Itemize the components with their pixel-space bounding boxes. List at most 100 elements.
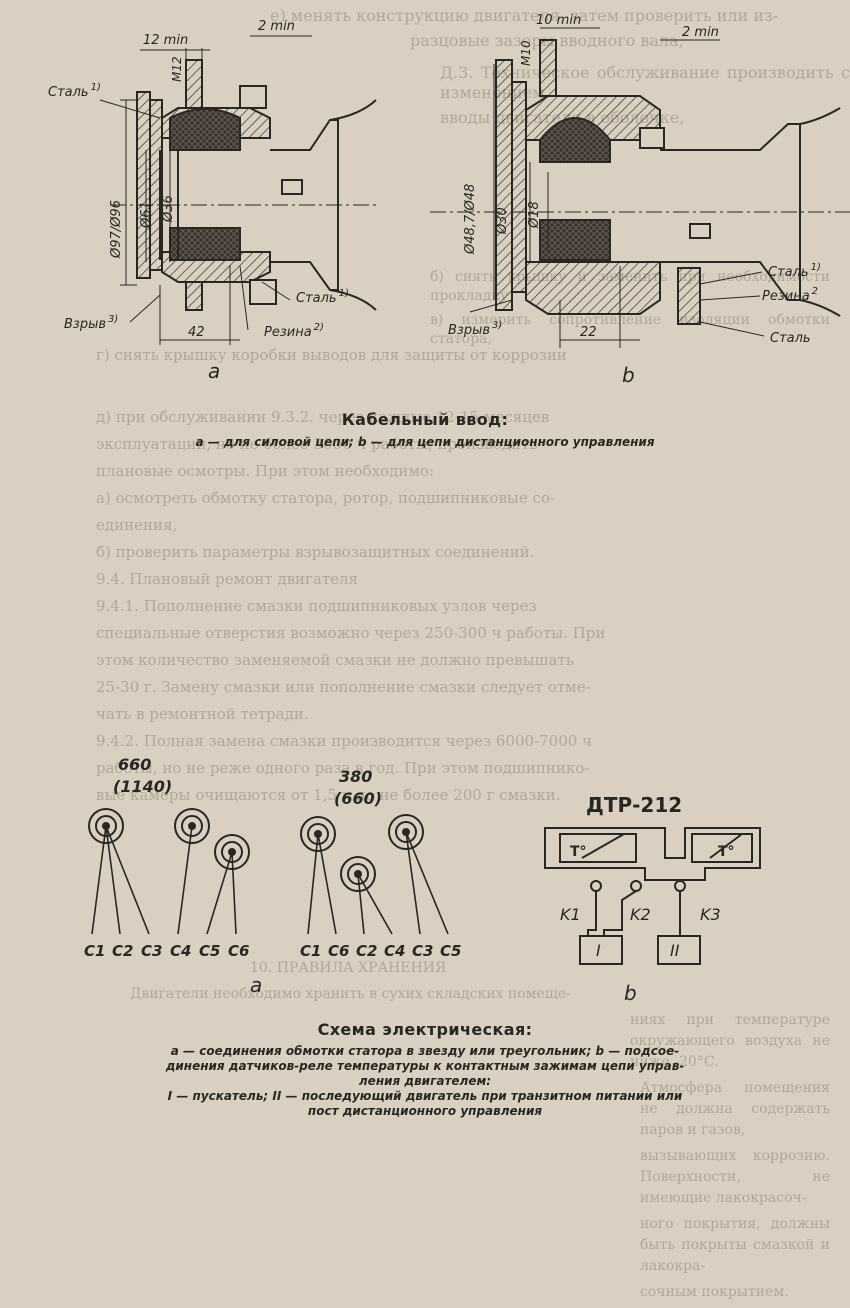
box-starter-label: I bbox=[596, 941, 601, 960]
ghost-line: д) при обслуживании 9.3.2. через каждые … bbox=[96, 408, 550, 426]
terminal-3 bbox=[340, 856, 376, 892]
ghost-line: единения, bbox=[96, 516, 178, 534]
sensor-label: T° bbox=[570, 844, 587, 860]
ghost-line: вые камеры очищаются от 1,5 ч до не боле… bbox=[96, 786, 561, 804]
relay-circuit bbox=[544, 827, 761, 965]
ghost-line: работы, но не реже одного раза в год. Пр… bbox=[96, 759, 590, 777]
view-label-b: b bbox=[622, 363, 635, 387]
terminal-lead bbox=[105, 825, 150, 935]
terminal-lead bbox=[357, 873, 365, 935]
dim-label: 2 min bbox=[258, 19, 295, 34]
terminal-lead bbox=[105, 825, 121, 935]
ghost-line: ниях при температуре окружающего воздуха… bbox=[630, 1012, 830, 1070]
scheme-labels: 660 (1140) 380 (660) a ДТР-212 b bbox=[113, 755, 682, 1005]
dim-label: Ø18 bbox=[527, 201, 542, 229]
terminal-label-c3: C3 bbox=[412, 942, 433, 960]
voltage-label: (660) bbox=[334, 789, 382, 808]
terminal-lead bbox=[307, 833, 319, 935]
terminal-1 bbox=[88, 808, 124, 844]
cable-entry-caption-sub: a — для силовой цепи; b — для цепи диста… bbox=[195, 435, 655, 449]
terminal-label-c5: C5 bbox=[199, 942, 220, 960]
scheme-caption-lines: a — соединения обмотки статора в звезду … bbox=[0, 1044, 850, 1119]
terminal-label-c6: C6 bbox=[228, 942, 249, 960]
voltage-label: 380 bbox=[339, 767, 372, 786]
scheme-caption-line: ления двигателем: bbox=[358, 1074, 492, 1088]
dim-label: 10 min bbox=[536, 13, 581, 28]
terminal-lead bbox=[91, 825, 107, 935]
terminal-lead bbox=[405, 831, 421, 935]
view-a-labels: 12 min 2 min M12 Ø97/Ø96 Ø61 Ø36 42 Стал… bbox=[48, 19, 349, 383]
terminal-lead bbox=[405, 831, 449, 935]
show-through-text-body: г) снять крышку коробки выводов для защи… bbox=[96, 344, 832, 811]
ghost-line: 10. ПРАВИЛА ХРАНЕНИЯ bbox=[250, 960, 447, 976]
ghost-line: сочным покрытием. bbox=[640, 1284, 789, 1300]
ghost-line: специальные отверстия возможно через 250… bbox=[96, 624, 606, 642]
ghost-line: б) проверить параметры взрывозащитных со… bbox=[96, 543, 535, 561]
scheme-caption-title: Схема электрическая: bbox=[317, 1020, 533, 1039]
ghost-line: 25-30 г. Замену смазки или пополнение см… bbox=[96, 678, 591, 696]
box-next-motor-label: II bbox=[670, 941, 680, 960]
terminal-1 bbox=[300, 816, 336, 852]
terminal-2 bbox=[388, 814, 424, 850]
contact-k2: K2 bbox=[630, 905, 651, 924]
terminal-label-c2: C2 bbox=[356, 942, 377, 960]
note-steel: Сталь bbox=[770, 331, 811, 346]
ghost-line: эксплуатации, но не более 3000 ч работы,… bbox=[96, 435, 538, 453]
relay-labels: T° T° K1 K2 K3 I II bbox=[560, 844, 735, 960]
ghost-line: е) менять конструкцию двигателя, затем п… bbox=[270, 6, 779, 25]
terminal-group-660: C1 C2 C3 C4 C5 C6 bbox=[84, 808, 250, 960]
scheme-caption-line: I — пускатель; II — последующий двигател… bbox=[167, 1089, 683, 1103]
ghost-line: 9.4.2. Полная замена смазки производится… bbox=[96, 732, 592, 750]
terminal-lead bbox=[177, 825, 193, 935]
ghost-line: вызывающих коррозию. Поверхности, не име… bbox=[640, 1148, 830, 1206]
terminal-label-c5: C5 bbox=[440, 942, 461, 960]
dim-label: Ø97/Ø96 bbox=[109, 200, 124, 259]
terminal-label-c1: C1 bbox=[84, 942, 105, 960]
ghost-line: Атмосфера помещения не должна содержать … bbox=[640, 1080, 830, 1138]
dim-label: 2 min bbox=[682, 25, 719, 40]
terminal-label-c6: C6 bbox=[328, 942, 349, 960]
scheme-caption-line: пост дистанционного управления bbox=[307, 1104, 543, 1118]
scheme-label-a: a bbox=[250, 973, 262, 997]
terminal-label-c1: C1 bbox=[300, 942, 321, 960]
dim-label: 22 bbox=[580, 325, 597, 340]
contact-k1: K1 bbox=[560, 905, 581, 924]
cable-entry-caption-title: Кабельный ввод: bbox=[341, 410, 509, 429]
dim-label: Ø61 bbox=[139, 201, 154, 229]
terminal-group-380: C1 C6 C2 C4 C3 C5 bbox=[300, 814, 461, 960]
scheme-caption-line: a — соединения обмотки статора в звезду … bbox=[170, 1044, 680, 1058]
scheme-label-b: b bbox=[624, 981, 637, 1005]
terminal-label-c4: C4 bbox=[170, 942, 191, 960]
document-page: е) менять конструкцию двигателя, затем п… bbox=[0, 6, 850, 1300]
dim-label: Ø48,7/Ø48 bbox=[463, 184, 478, 255]
voltage-label: (1140) bbox=[113, 777, 172, 796]
dim-label: M10 bbox=[519, 40, 533, 66]
terminal-lead bbox=[357, 873, 393, 935]
ghost-line: чать в ремонтной тетради. bbox=[96, 705, 309, 723]
contact-k3: K3 bbox=[700, 905, 721, 924]
voltage-label: 660 bbox=[118, 755, 151, 774]
terminal-lead bbox=[206, 851, 233, 935]
ghost-line: ного покрытия, должны быть покрыты смазк… bbox=[640, 1216, 830, 1274]
cable-entry-view-b bbox=[430, 27, 850, 348]
ghost-line: плановые осмотры. При этом необходимо: bbox=[96, 462, 435, 480]
terminal-lead bbox=[231, 851, 237, 935]
terminal-label-c2: C2 bbox=[112, 942, 133, 960]
box-starter bbox=[579, 935, 623, 965]
terminal-label-c3: C3 bbox=[141, 942, 162, 960]
box-next-motor bbox=[657, 935, 701, 965]
terminal-label-c4: C4 bbox=[384, 942, 405, 960]
ghost-line: 9.4.1. Пополнение смазки подшипниковых у… bbox=[96, 597, 537, 615]
terminal-lead bbox=[317, 833, 337, 935]
scheme-caption-line: динения датчиков-реле температуры к конт… bbox=[165, 1059, 685, 1073]
dim-label: 42 bbox=[188, 325, 205, 340]
dim-label: M12 bbox=[170, 56, 184, 82]
dim-label: Ø36 bbox=[161, 195, 176, 223]
ghost-line: в) измерить сопротивление изоляции обмот… bbox=[430, 312, 830, 347]
